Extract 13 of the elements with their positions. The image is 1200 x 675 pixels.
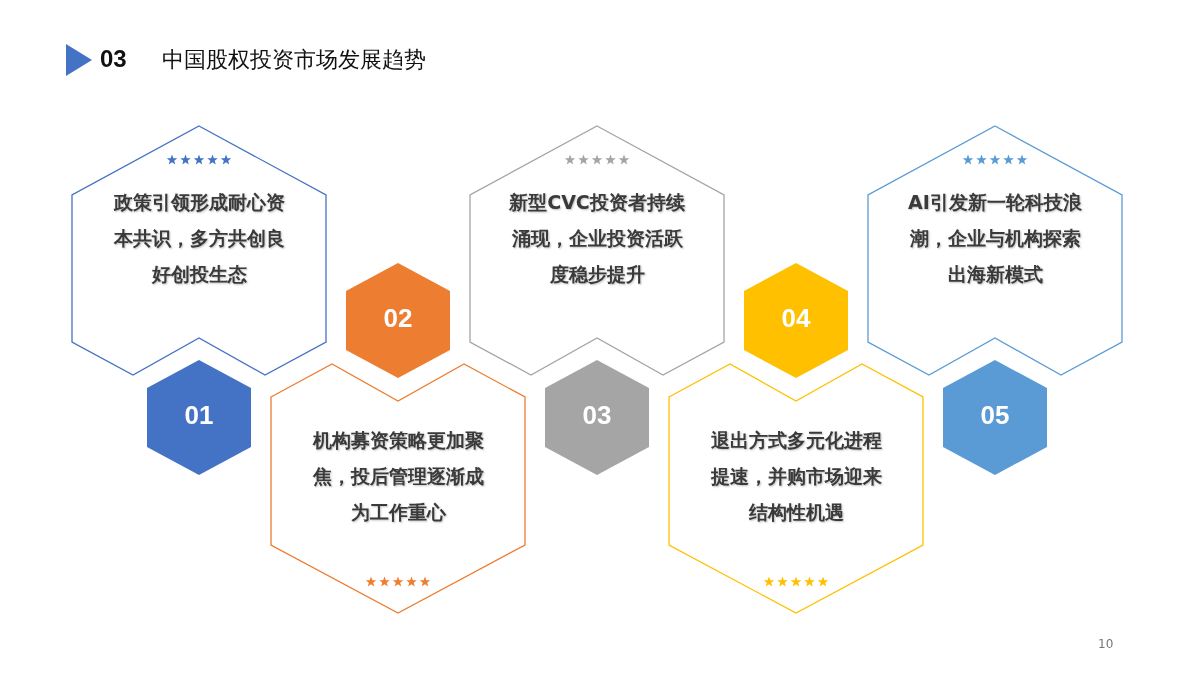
card-text: 退出方式多元化进程提速，并购市场迎来结构性机遇 [709,428,883,525]
step-number: 02 [383,303,413,333]
card-text: 机构募资策略更加聚焦，投后管理逐渐成为工作重心 [311,428,485,525]
step-number: 04 [781,303,811,333]
card-text: AI引发新一轮科技浪潮，企业与机构探索出海新模式 [907,190,1083,287]
step-number: 05 [980,400,1010,430]
card-text: 政策引领形成耐心资本共识，多方共创良好创投生态 [112,190,286,287]
step-number: 03 [582,400,612,430]
step-number: 01 [184,400,214,430]
page-number: 10 [1098,637,1114,651]
card-text: 新型CVC投资者持续涌现，企业投资活跃度稳步提升 [508,190,686,287]
section-number: 03 [100,45,127,73]
title: 中国股权投资市场发展趋势 [162,46,426,74]
